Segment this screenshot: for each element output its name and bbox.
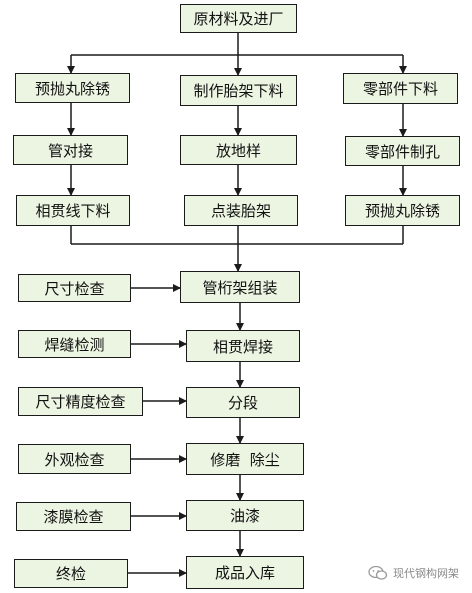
node-segmentation: 分段 bbox=[186, 387, 300, 418]
check-coating-film: 漆膜检查 bbox=[16, 502, 131, 531]
node-preblast-2: 预抛丸除锈 bbox=[345, 195, 460, 226]
check-final: 终检 bbox=[14, 559, 128, 588]
check-dimension: 尺寸检查 bbox=[18, 274, 131, 302]
node-intersection-cutting: 相贯线下料 bbox=[16, 195, 130, 226]
node-painting: 油漆 bbox=[186, 500, 304, 531]
node-preblast-1: 预抛丸除锈 bbox=[15, 73, 130, 103]
node-truss-assembly: 管桁架组装 bbox=[180, 271, 300, 303]
node-raw-material: 原材料及进厂 bbox=[180, 4, 297, 33]
wechat-icon bbox=[368, 565, 388, 580]
node-parts-cutting: 零部件下料 bbox=[343, 73, 458, 104]
node-grinding-dust: 修磨 除尘 bbox=[186, 443, 304, 475]
watermark-text: 现代钢构网架 bbox=[393, 567, 459, 580]
check-appearance: 外观检查 bbox=[18, 444, 131, 474]
check-weld-seam: 焊缝检测 bbox=[18, 330, 131, 358]
node-floor-layout: 放地样 bbox=[180, 135, 297, 165]
node-parts-drilling: 零部件制孔 bbox=[345, 136, 460, 166]
check-dimension-precision: 尺寸精度检查 bbox=[18, 387, 143, 416]
node-pipe-butt-joint: 管对接 bbox=[13, 135, 128, 165]
node-tack-jig: 点装胎架 bbox=[184, 195, 298, 226]
node-jig-cutting: 制作胎架下料 bbox=[180, 75, 297, 106]
watermark: 现代钢构网架 bbox=[368, 562, 459, 584]
node-intersection-welding: 相贯焊接 bbox=[186, 330, 300, 362]
node-warehousing: 成品入库 bbox=[186, 556, 304, 589]
